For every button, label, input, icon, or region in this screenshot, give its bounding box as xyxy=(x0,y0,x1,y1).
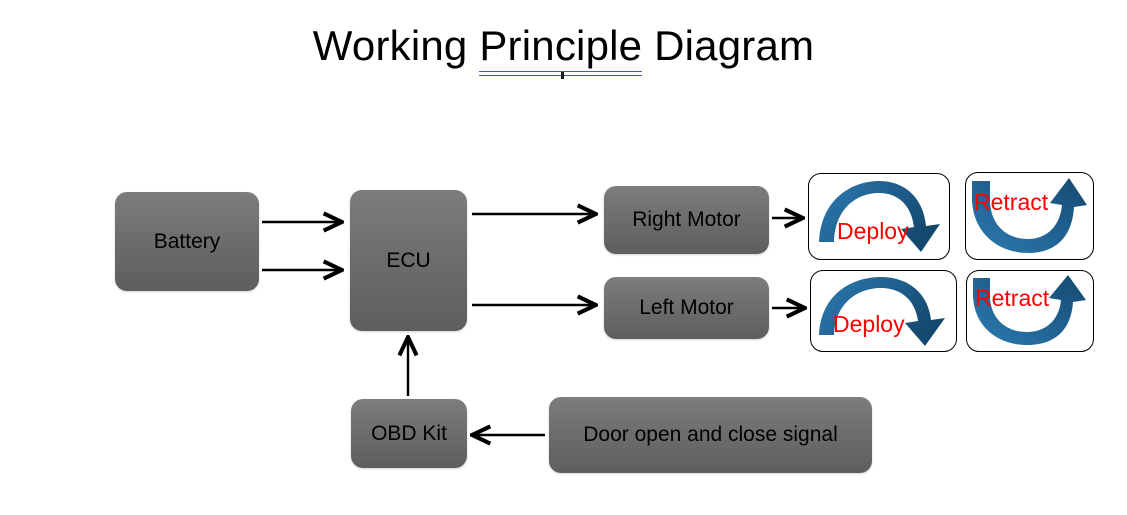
title-misspelled-text: Principle xyxy=(479,22,643,69)
title-misspelled-word: Principle xyxy=(479,22,643,79)
node-right-motor[interactable]: Right Motor xyxy=(604,186,769,254)
deploy-arrow-icon xyxy=(819,277,945,346)
node-door-signal-label: Door open and close signal xyxy=(583,423,838,446)
retract-arrow-icon xyxy=(973,275,1086,345)
node-battery[interactable]: Battery xyxy=(115,192,259,291)
card-retract-right[interactable]: Retract xyxy=(965,172,1094,260)
card-deploy-left[interactable]: Deploy xyxy=(810,270,957,352)
node-door-signal[interactable]: Door open and close signal xyxy=(549,397,872,473)
spellcheck-caret-mark xyxy=(560,72,564,79)
card-retract-right-label: Retract xyxy=(974,189,1049,215)
card-retract-left[interactable]: Retract xyxy=(966,270,1094,352)
node-ecu[interactable]: ECU xyxy=(350,190,467,331)
node-right-motor-label: Right Motor xyxy=(632,208,741,231)
node-battery-label: Battery xyxy=(153,229,221,253)
retract-arrow-icon xyxy=(972,178,1087,253)
deploy-arrow-icon xyxy=(819,181,940,252)
title-part-after: Diagram xyxy=(642,22,815,69)
card-deploy-left-label: Deploy xyxy=(833,311,905,337)
node-left-motor-label: Left Motor xyxy=(639,296,734,319)
title-part-before: Working xyxy=(312,22,480,69)
spellcheck-underline-top xyxy=(479,71,643,72)
page-title: Working Principle Diagram xyxy=(0,22,1127,79)
card-deploy-right[interactable]: Deploy xyxy=(808,173,950,260)
card-deploy-right-label: Deploy xyxy=(837,218,909,244)
card-retract-left-label: Retract xyxy=(975,285,1050,311)
node-obd-kit[interactable]: OBD Kit xyxy=(351,399,467,468)
node-obd-kit-label: OBD Kit xyxy=(371,421,447,445)
node-ecu-label: ECU xyxy=(386,248,431,272)
node-left-motor[interactable]: Left Motor xyxy=(604,277,769,339)
